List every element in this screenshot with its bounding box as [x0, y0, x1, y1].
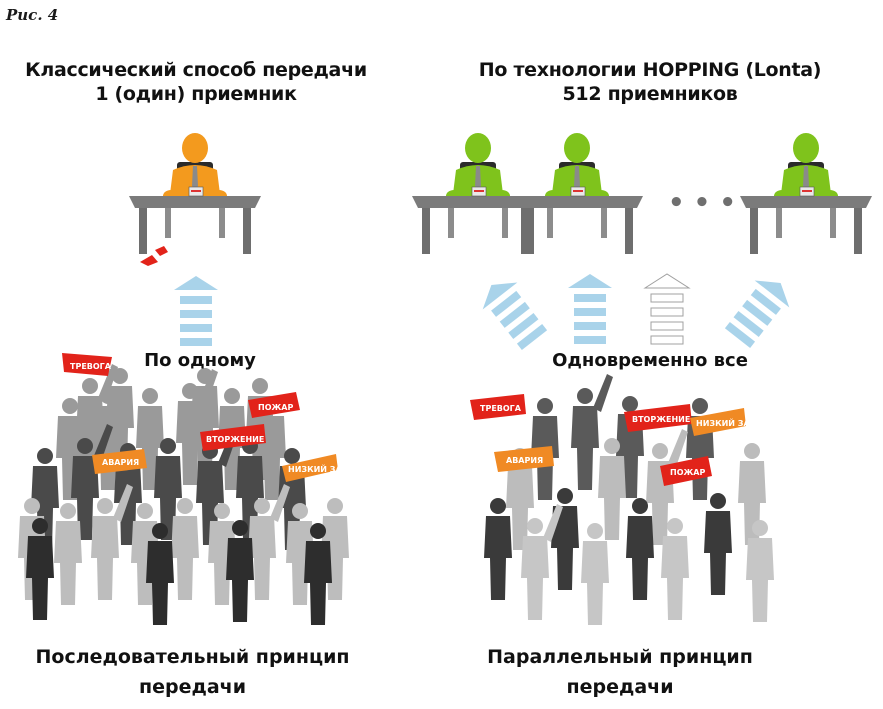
- left-crowd: [18, 364, 349, 625]
- svg-text:ВТОРЖЕНИЕ: ВТОРЖЕНИЕ: [206, 435, 264, 444]
- right-caption-line2: передачи: [566, 676, 674, 698]
- sign-low-battery: НИЗКИЙ ЗАРЯД: [282, 454, 361, 482]
- right-title-line1: По технологии HOPPING (Lonta): [478, 59, 822, 81]
- svg-text:ПОЖАР: ПОЖАР: [670, 468, 705, 477]
- svg-text:АВАРИЯ: АВАРИЯ: [102, 458, 139, 467]
- svg-text:ВТОРЖЕНИЕ: ВТОРЖЕНИЕ: [632, 415, 690, 424]
- figure-label: Рис. 4: [6, 6, 59, 24]
- left-caption: Последовательный принцип передачи: [0, 642, 385, 702]
- left-caption-line2: передачи: [138, 676, 247, 698]
- left-caption-line1: Последовательный принцип: [35, 646, 350, 668]
- svg-text:ПОЖАР: ПОЖАР: [258, 403, 293, 412]
- svg-text:ТРЕВОГА: ТРЕВОГА: [480, 404, 522, 413]
- right-receivers: [411, 133, 873, 255]
- svg-text:АВАРИЯ: АВАРИЯ: [506, 456, 543, 465]
- sign-accident-right: АВАРИЯ: [494, 446, 554, 472]
- sign-accident: АВАРИЯ: [92, 449, 147, 474]
- left-arrow: [174, 276, 218, 346]
- left-title-line1: Классический способ передачи: [25, 59, 367, 81]
- sign-alarm: ТРЕВОГА: [62, 353, 112, 376]
- sign-intrusion-right: ВТОРЖЕНИЕ: [624, 404, 692, 432]
- right-title: По технологии HOPPING (Lonta) 512 приемн…: [440, 58, 860, 106]
- right-caption-line1: Параллельный принцип: [487, 646, 753, 668]
- left-signs: ТРЕВОГА АВАРИЯ ВТОРЖЕНИЕ ПОЖАР НИЗКИЙ ЗА…: [62, 353, 361, 482]
- sign-fire: ПОЖАР: [248, 392, 300, 418]
- left-title: Классический способ передачи 1 (один) пр…: [0, 58, 392, 106]
- svg-text:НИЗКИЙ ЗАРЯД: НИЗКИЙ ЗАРЯД: [696, 417, 769, 428]
- sign-fire-right: ПОЖАР: [660, 456, 712, 486]
- svg-text:ТРЕВОГА: ТРЕВОГА: [70, 362, 112, 371]
- right-arrows: [474, 269, 798, 354]
- right-caption: Параллельный принцип передачи: [470, 642, 770, 702]
- sign-alarm-right: ТРЕВОГА: [470, 394, 526, 420]
- svg-text:НИЗКИЙ ЗАРЯД: НИЗКИЙ ЗАРЯД: [288, 463, 361, 474]
- receivers-ellipsis: • • •: [668, 188, 736, 218]
- sign-low-battery-right: НИЗКИЙ ЗАРЯД: [690, 408, 769, 436]
- right-signs: ТРЕВОГА АВАРИЯ ВТОРЖЕНИЕ ПОЖАР НИЗКИЙ ЗА…: [470, 394, 769, 486]
- left-title-line2: 1 (один) приемник: [95, 83, 297, 105]
- right-title-line2: 512 приемников: [562, 83, 738, 105]
- sign-intrusion: ВТОРЖЕНИЕ: [200, 424, 266, 451]
- right-mode-label: Одновременно все: [552, 350, 748, 371]
- left-receiver: [128, 133, 262, 266]
- left-mode-label: По одному: [144, 350, 256, 371]
